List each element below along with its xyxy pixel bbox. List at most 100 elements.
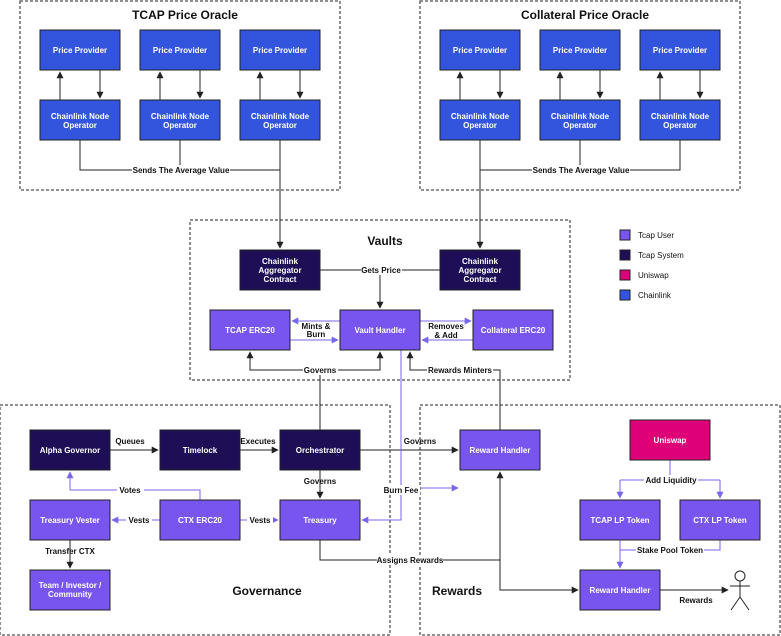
edge-label-add: & Add bbox=[434, 331, 457, 340]
box-label: Reward Handler bbox=[590, 586, 651, 595]
edge-label-burn-fee: Burn Fee bbox=[384, 486, 419, 495]
box-label-line-1: Chainlink bbox=[462, 257, 499, 266]
edge-labels: Sends The Average Value Sends The Averag… bbox=[45, 165, 713, 605]
box-label-line-2: Operator bbox=[263, 121, 297, 130]
edge-burn-fee bbox=[361, 350, 402, 524]
box-label: CTX LP Token bbox=[693, 516, 747, 525]
box-label-line-2: Community bbox=[48, 590, 93, 599]
edge-label-assigns-rewards: Assigns Rewards bbox=[377, 556, 444, 565]
box-label: Reward Handler bbox=[470, 446, 531, 455]
region-title-rewards: Rewards bbox=[432, 584, 482, 598]
edge-label-gets-price: Gets Price bbox=[361, 266, 401, 275]
edge-label-rewards: Rewards bbox=[679, 596, 713, 605]
tcap-erc20: TCAP ERC20 bbox=[209, 309, 291, 351]
collateral-chainlink-node-3: Chainlink Node Operator bbox=[639, 99, 721, 141]
box-label-line-2: Operator bbox=[463, 121, 497, 130]
box-label-line-1: Chainlink Node bbox=[651, 112, 710, 121]
edge-label-governs-reward-handler: Governs bbox=[404, 437, 437, 446]
legend-label-system: Tcap System bbox=[638, 251, 684, 260]
legend-label-uniswap: Uniswap bbox=[638, 271, 669, 280]
box-label-line-2: Operator bbox=[563, 121, 597, 130]
box-label-line-2: Operator bbox=[63, 121, 97, 130]
legend-label-chainlink: Chainlink bbox=[638, 291, 672, 300]
box-label-line-2: Aggregator bbox=[458, 266, 501, 275]
tcap-price-provider-1: Price Provider bbox=[39, 29, 121, 71]
legend-item-chainlink: Chainlink bbox=[619, 289, 672, 301]
box-label-line-1: Chainlink Node bbox=[51, 112, 110, 121]
edge-label-stake-pool-token: Stake Pool Token bbox=[637, 546, 703, 555]
orchestrator: Orchestrator bbox=[279, 429, 361, 471]
box-label: Vault Handler bbox=[354, 326, 405, 335]
edge-label-executes: Executes bbox=[240, 437, 276, 446]
edge-governs-vault bbox=[320, 351, 384, 371]
legend-swatch-chainlink bbox=[619, 289, 631, 301]
treasury-vester: Treasury Vester bbox=[29, 499, 111, 541]
region-vaults: Vaults bbox=[189, 219, 571, 381]
edge-label-mints: Mints & bbox=[302, 322, 331, 331]
box-label-line-1: Chainlink bbox=[262, 257, 299, 266]
edge-label-sends-average-tcap: Sends The Average Value bbox=[133, 166, 230, 175]
edge-label-rewards-minters: Rewards Minters bbox=[428, 366, 493, 375]
edge-label-add-liquidity: Add Liquidity bbox=[645, 476, 697, 485]
alpha-governor: Alpha Governor bbox=[29, 429, 111, 471]
edge-label-governs-treasury: Governs bbox=[304, 477, 337, 486]
collateral-aggregator-contract: Chainlink Aggregator Contract bbox=[439, 249, 521, 291]
collateral-erc20: Collateral ERC20 bbox=[472, 309, 554, 351]
tcap-price-provider-3: Price Provider bbox=[239, 29, 321, 71]
region-title-collateral-oracle: Collateral Price Oracle bbox=[521, 8, 649, 22]
box-label-line-1: Chainlink Node bbox=[451, 112, 510, 121]
legend-item-user: Tcap User bbox=[619, 229, 674, 241]
reward-handler-lp: Reward Handler bbox=[579, 569, 661, 611]
box-label: Orchestrator bbox=[296, 446, 344, 455]
tcap-chainlink-node-3: Chainlink Node Operator bbox=[239, 99, 321, 141]
edge-label-vests-vester: Vests bbox=[129, 516, 150, 525]
edge-label-votes: Votes bbox=[119, 486, 141, 495]
region-collateral-oracle: Collateral Price Oracle bbox=[419, 0, 741, 191]
edge-label-vests-treasury: Vests bbox=[250, 516, 271, 525]
reward-handler-governance: Reward Handler bbox=[459, 429, 541, 471]
box-label-line-1: Chainlink Node bbox=[551, 112, 610, 121]
box-label: TCAP ERC20 bbox=[225, 326, 275, 335]
box-label-line-1: Team / Investor / bbox=[39, 581, 102, 590]
collateral-price-provider-2: Price Provider bbox=[539, 29, 621, 71]
edge-rewards-minters bbox=[406, 351, 501, 430]
box-label: Timelock bbox=[183, 446, 218, 455]
edge-label-transfer-ctx: Transfer CTX bbox=[45, 547, 95, 556]
tcap-lp-token: TCAP LP Token bbox=[579, 499, 661, 541]
edge-assigns-to-lp-reward bbox=[499, 560, 579, 594]
region-title-governance: Governance bbox=[232, 584, 302, 598]
box-label: Treasury bbox=[303, 516, 337, 525]
box-label: Alpha Governor bbox=[40, 446, 100, 455]
box-label: Price Provider bbox=[653, 46, 707, 55]
edge-label-governs-vaults: Governs bbox=[304, 366, 337, 375]
box-label-line-2: Operator bbox=[163, 121, 197, 130]
legend-swatch-user bbox=[619, 229, 631, 241]
collateral-price-provider-1: Price Provider bbox=[439, 29, 521, 71]
edge-label-burn: Burn bbox=[307, 330, 326, 339]
tcap-chainlink-node-2: Chainlink Node Operator bbox=[139, 99, 221, 141]
user-icon bbox=[730, 570, 750, 611]
box-label: Price Provider bbox=[253, 46, 307, 55]
box-label: Collateral ERC20 bbox=[481, 326, 546, 335]
legend-label-user: Tcap User bbox=[638, 231, 674, 240]
box-label-line-2: Operator bbox=[663, 121, 697, 130]
edge-label-removes: Removes bbox=[428, 322, 464, 331]
region-title-vaults: Vaults bbox=[367, 234, 403, 248]
box-label: CTX ERC20 bbox=[178, 516, 223, 525]
box-label: Price Provider bbox=[53, 46, 107, 55]
collateral-chainlink-node-1: Chainlink Node Operator bbox=[439, 99, 521, 141]
treasury: Treasury bbox=[279, 499, 361, 541]
uniswap: Uniswap bbox=[629, 419, 711, 461]
box-label-line-2: Aggregator bbox=[258, 266, 301, 275]
box-label: Uniswap bbox=[654, 436, 687, 445]
box-label-line-3: Contract bbox=[464, 275, 497, 284]
tcap-chainlink-node-1: Chainlink Node Operator bbox=[39, 99, 121, 141]
legend-item-uniswap: Uniswap bbox=[619, 269, 669, 281]
box-label: Price Provider bbox=[553, 46, 607, 55]
legend-swatch-uniswap bbox=[619, 269, 631, 281]
tcap-aggregator-contract: Chainlink Aggregator Contract bbox=[239, 249, 321, 291]
legend: Tcap User Tcap System Uniswap Chainlink bbox=[619, 229, 684, 301]
vault-handler: Vault Handler bbox=[339, 309, 421, 351]
box-label-line-1: Chainlink Node bbox=[151, 112, 210, 121]
